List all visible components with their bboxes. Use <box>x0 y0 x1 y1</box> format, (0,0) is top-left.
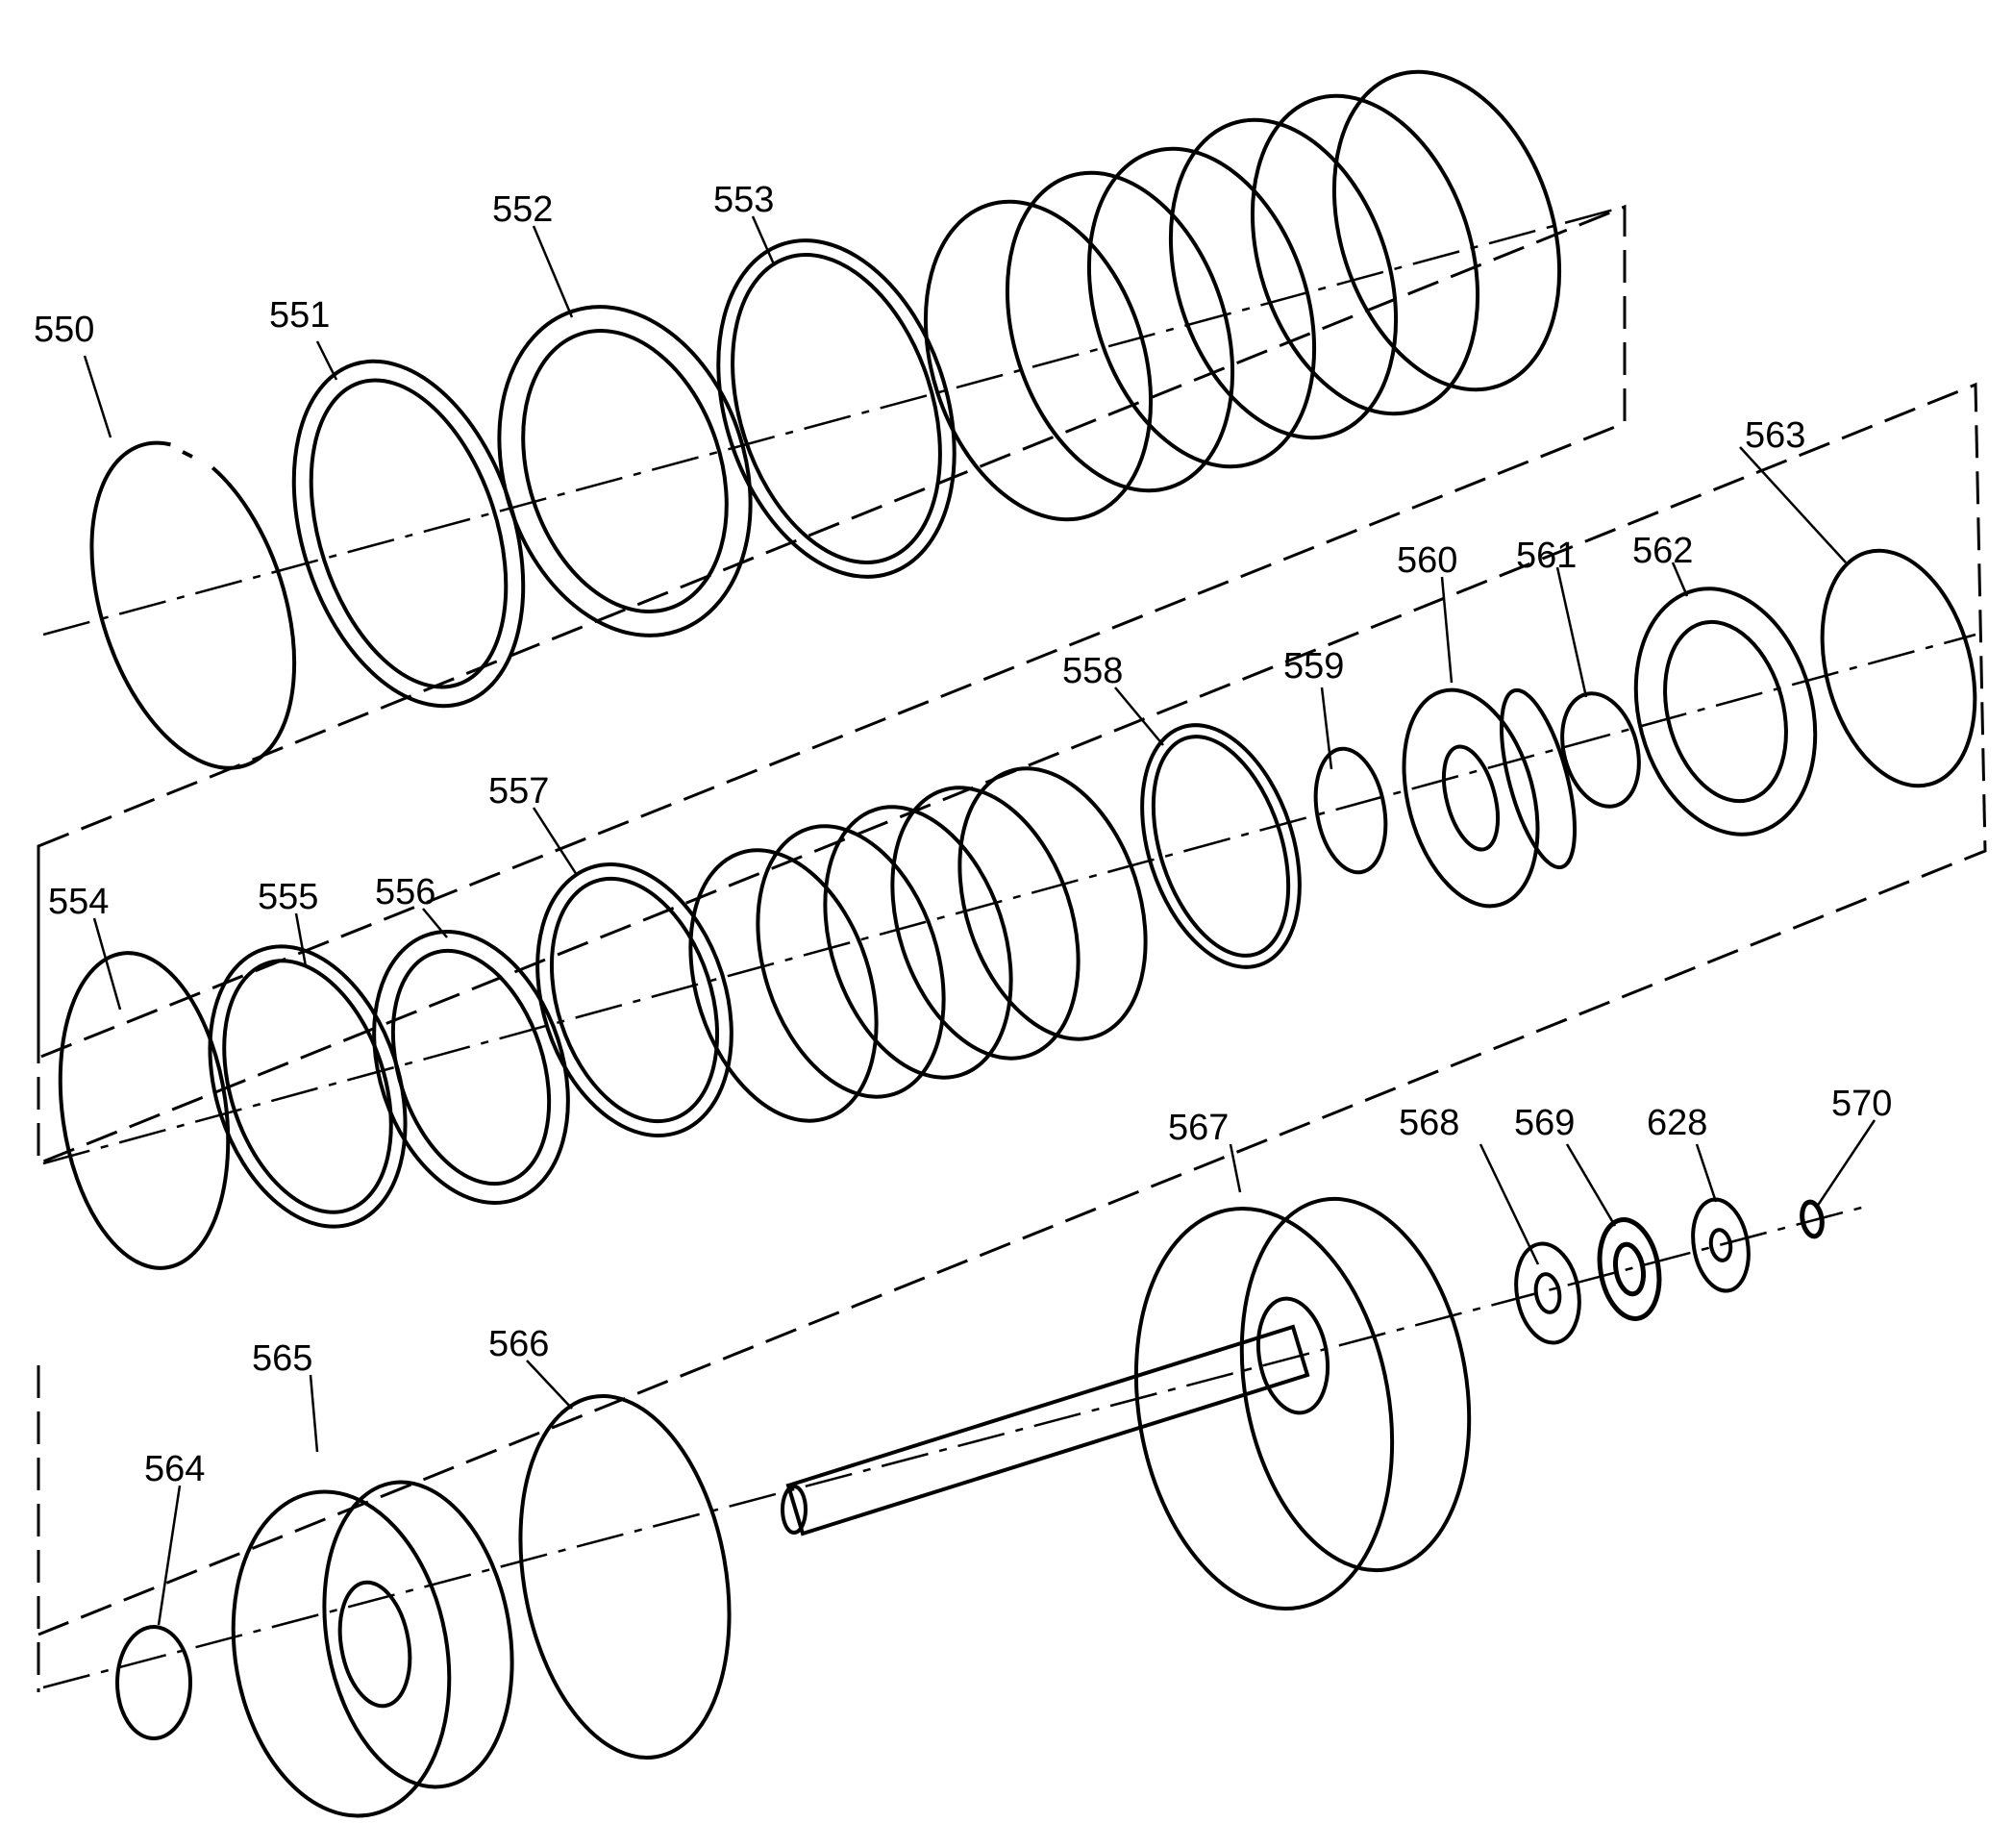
part-569-bearing <box>1597 1217 1662 1321</box>
part-568-washer <box>1514 1241 1581 1345</box>
callout-565: 565 <box>252 1338 312 1379</box>
callout-566: 566 <box>488 1324 549 1364</box>
callout-570: 570 <box>1831 1084 1892 1124</box>
callout-555: 555 <box>258 877 318 917</box>
part-566-seal <box>518 1394 732 1760</box>
callout-568: 568 <box>1399 1103 1459 1143</box>
part-628-washer <box>1691 1197 1751 1293</box>
part-564-seal <box>115 1625 192 1740</box>
callout-552: 552 <box>492 189 553 230</box>
callout-628: 628 <box>1647 1103 1707 1143</box>
callout-562: 562 <box>1632 531 1693 571</box>
part-567-drum-shaft <box>781 1196 1472 1611</box>
part-565-housing <box>231 1480 514 1818</box>
callout-557: 557 <box>488 771 549 812</box>
callout-561: 561 <box>1516 536 1577 576</box>
callout-556: 556 <box>375 872 435 912</box>
part-563-seal <box>1820 548 1977 788</box>
part-550-snap-ring <box>89 440 297 770</box>
callout-569: 569 <box>1514 1103 1575 1143</box>
callout-553: 553 <box>713 180 774 220</box>
callout-550: 550 <box>34 310 94 350</box>
section-frames <box>37 204 1987 1692</box>
callout-560: 560 <box>1397 540 1457 581</box>
callout-559: 559 <box>1283 646 1344 687</box>
clutch-pack-upper <box>923 69 1562 522</box>
part-554-snap-ring <box>58 951 231 1270</box>
part-557-plate <box>535 862 733 1137</box>
clutch-pack-middle <box>688 766 1148 1123</box>
part-562-piston <box>1633 587 1818 837</box>
callout-558: 558 <box>1062 651 1123 691</box>
callout-554: 554 <box>48 882 109 922</box>
callout-567: 567 <box>1168 1108 1229 1148</box>
callout-563: 563 <box>1745 415 1805 456</box>
part-559-ring <box>1313 746 1388 875</box>
part-556-friction-plate <box>372 930 570 1205</box>
part-552-friction-plate <box>497 305 753 637</box>
callout-551: 551 <box>269 295 330 336</box>
callout-labels: 550 551 552 553 554 555 556 557 558 559 … <box>34 180 1892 1489</box>
part-570-ring <box>1800 1199 1825 1239</box>
part-551-plate <box>291 359 526 709</box>
part-558-plate <box>1140 723 1302 969</box>
part-553-plate <box>716 238 957 579</box>
leader-lines <box>83 215 1876 1626</box>
callout-564: 564 <box>144 1449 205 1489</box>
part-560-spring-assembly <box>1402 687 1578 909</box>
